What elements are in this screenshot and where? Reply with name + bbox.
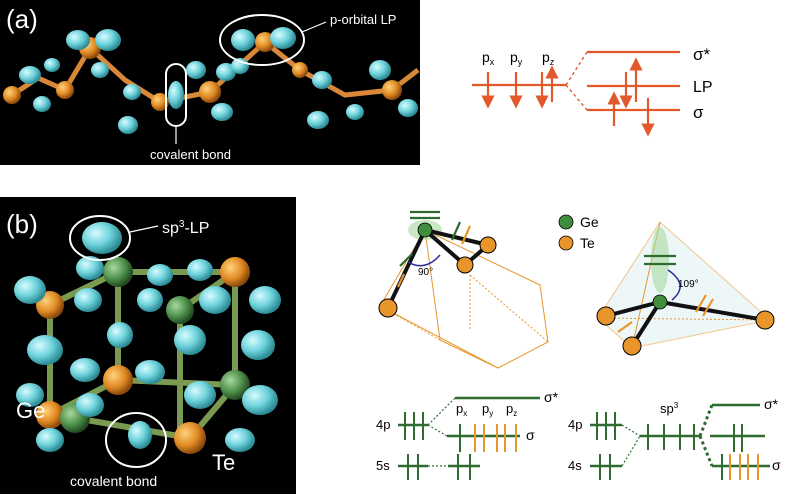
lp-callout-text: p-orbital LP <box>330 12 396 27</box>
lp-callout-ring <box>219 14 305 66</box>
panel-a-energy-labels: px py pz σ* LP σ <box>482 45 713 122</box>
legend: Ge Te <box>558 214 599 251</box>
svg-text:px: px <box>456 401 467 418</box>
panel-a-energy-diagram <box>472 50 680 137</box>
sp3-lp-callout-ring <box>69 215 131 261</box>
electron-density-lobes-a <box>19 27 418 134</box>
bond-callout-ring <box>165 63 187 127</box>
te-atom-label: Te <box>212 450 235 475</box>
bond-callout-text-b: covalent bond <box>70 473 157 489</box>
electron-density-lobes-b <box>14 222 281 452</box>
panel-b-left-energy-diagram <box>398 396 540 480</box>
svg-text:pz: pz <box>542 49 555 67</box>
svg-text:4s: 4s <box>568 458 582 473</box>
geometry-90deg: 90° <box>378 210 549 369</box>
panel-b-right-energy-labels: 4p 4s sp3 σ* σ <box>568 396 781 473</box>
te-atoms-chain-a <box>3 32 402 111</box>
legend-te: Te <box>580 235 595 251</box>
geometry-109deg: 109° <box>596 221 775 356</box>
svg-text:4p: 4p <box>568 417 582 432</box>
bond-callout-text: covalent bond <box>150 147 231 162</box>
panel-b-label: (b) <box>6 209 38 239</box>
sigma-label-a: σ <box>693 103 704 122</box>
panel-b-image: (b) sp3-LP covalent bond Ge Te <box>0 197 296 494</box>
angle-109-label: 109° <box>678 279 699 290</box>
svg-text:σ*: σ* <box>764 396 779 412</box>
panel-a-label: (a) <box>6 4 38 34</box>
svg-text:4p: 4p <box>376 417 390 432</box>
panel-b-left-energy-labels: 4p 5s px py pz σ* σ <box>376 389 559 473</box>
bond-callout-ring-b <box>105 412 167 468</box>
svg-text:py: py <box>510 49 523 67</box>
svg-text:px: px <box>482 49 495 67</box>
sp3-lp-callout-text: sp3-LP <box>162 219 209 237</box>
svg-text:py: py <box>482 401 493 418</box>
crystal-atoms-b <box>36 257 250 454</box>
ge-atom-label: Ge <box>16 398 45 423</box>
svg-text:5s: 5s <box>376 458 390 473</box>
lp-label-a: LP <box>693 79 713 96</box>
legend-ge: Ge <box>580 214 599 230</box>
svg-text:σ: σ <box>772 457 781 473</box>
angle-90-label: 90° <box>418 267 433 278</box>
sigma-star-label-a: σ* <box>693 45 710 64</box>
panel-a-image: (a) p-orbital LP covalent bond <box>0 0 420 165</box>
svg-text:σ*: σ* <box>544 389 559 405</box>
panel-b-right-energy-diagram <box>590 403 770 480</box>
svg-text:σ: σ <box>526 427 535 443</box>
svg-text:sp3: sp3 <box>660 401 679 416</box>
svg-text:pz: pz <box>506 401 517 418</box>
